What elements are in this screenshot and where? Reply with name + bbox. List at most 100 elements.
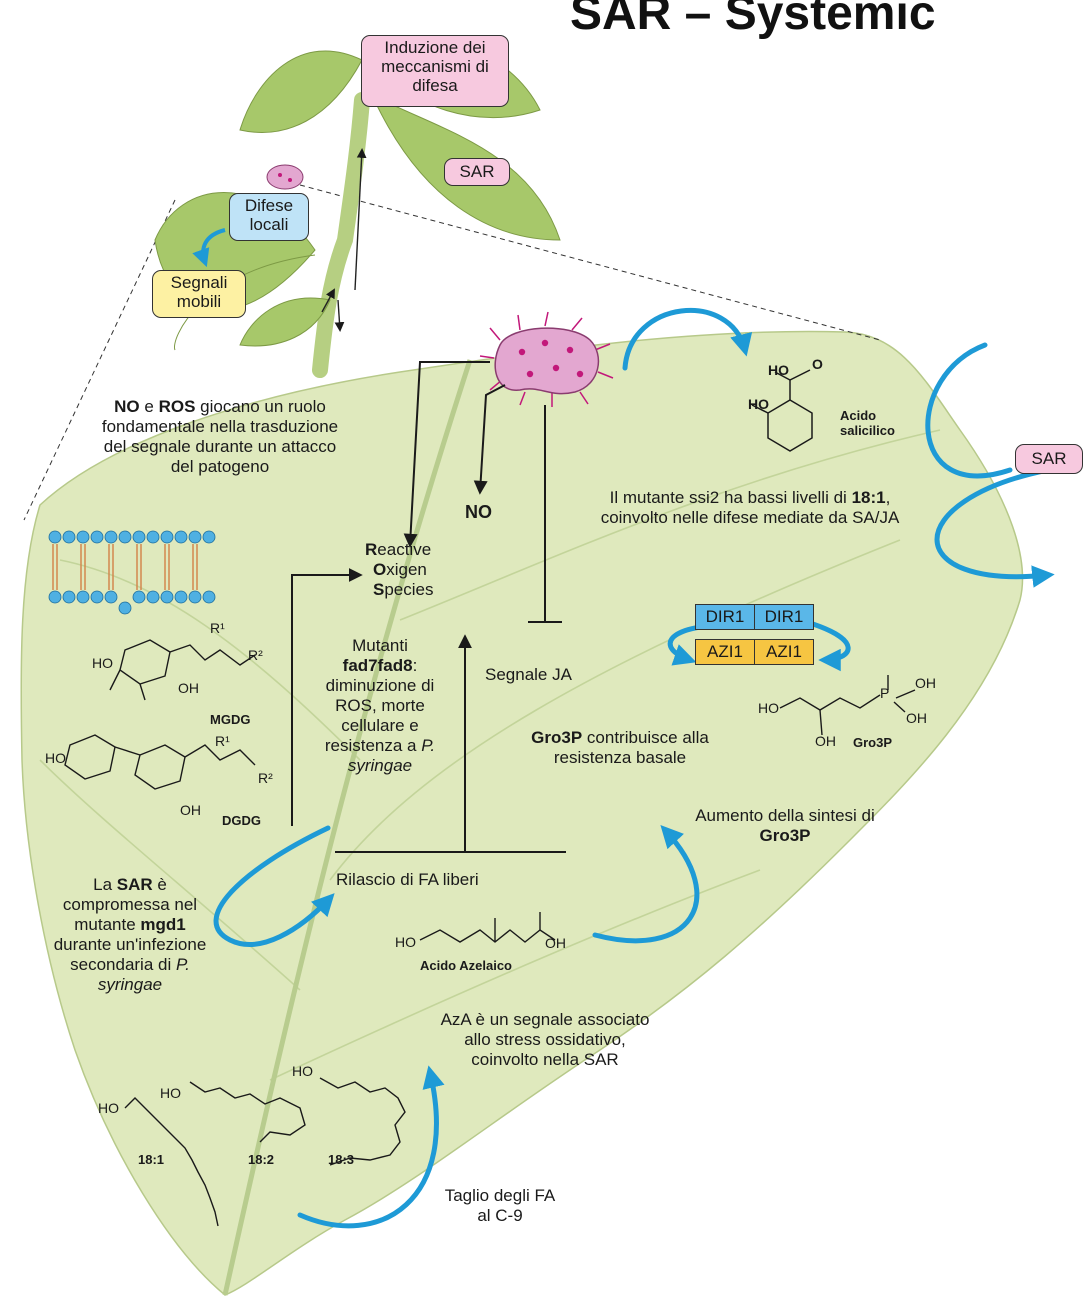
release-text: Rilascio di FA liberi: [336, 870, 479, 889]
fa2-ho: HO: [160, 1085, 181, 1101]
dir1-left: DIR1: [695, 604, 755, 630]
salicylic-acid-structure: [751, 369, 813, 452]
mgdg-label: MGDG: [210, 712, 251, 727]
galactolipid-structures: [64, 639, 256, 790]
ros-r: R: [365, 540, 378, 559]
fa2-label: 18:2: [248, 1152, 275, 1167]
fa3-label: 18:3: [328, 1152, 355, 1167]
local-defense-box: Difese locali: [229, 193, 309, 241]
fad-text-1: Mutanti: [352, 636, 408, 655]
membrane-bilayer: [48, 530, 216, 615]
ros-label: Reactive Oxigen Species: [365, 540, 433, 600]
blue-arrows: [213, 307, 1055, 1229]
mgdg-r1: R¹: [210, 620, 225, 636]
sar-comp-1: La: [93, 875, 113, 894]
no-ros-and: e: [144, 397, 154, 416]
aza-text: AzA è un segnale associato allo stress o…: [440, 1010, 650, 1069]
leaf-midrib: [222, 359, 473, 1296]
no-ros-text: NO e ROS giocano un ruolo fondamentale n…: [95, 397, 345, 477]
induction-box: Induzione dei meccanismi di difesa: [361, 35, 509, 107]
azelaic-label: Acido Azelaico: [420, 958, 512, 973]
pathogen-illustration: [479, 311, 614, 407]
salicylic-label: Acido salicilico: [840, 408, 895, 438]
mgdg-ho: HO: [92, 655, 113, 671]
ssi2-text-3: , coinvolto nelle difese mediate da SA/J…: [600, 488, 900, 527]
ros-s-rest: pecies: [384, 580, 434, 599]
gro3p-text: Gro3P contribuisce alla resistenza basal…: [500, 728, 740, 768]
fa1-ho: HO: [98, 1100, 119, 1116]
mgdg-oh: OH: [178, 680, 199, 696]
gro3p-text-2: contribuisce alla resistenza basale: [553, 728, 709, 767]
azelaic-ho: HO: [395, 934, 416, 950]
leaf-blade: [20, 330, 1024, 1296]
azelaic-oh: OH: [545, 935, 566, 951]
sar-right-text: SAR: [1031, 449, 1067, 468]
sar-compromised-text: La SAR è compromessa nel mutante mgd1 du…: [50, 875, 210, 995]
no-ros-no: NO: [114, 397, 140, 416]
gro3p-structure: [779, 675, 916, 736]
sar-comp-4: mgd1: [140, 915, 186, 934]
mgdg-r2: R²: [248, 647, 263, 663]
sar-top-text: SAR: [459, 162, 495, 181]
sar-right-box: SAR: [1015, 444, 1083, 474]
dir1-right: DIR1: [754, 604, 814, 630]
ja-signal-text: Segnale JA: [485, 665, 572, 684]
salicylic-ho-top: HO: [768, 362, 789, 378]
mobile-signals-text: Segnali mobili: [170, 273, 228, 311]
increase-text: Aumento della sintesi di Gro3P: [690, 806, 880, 846]
azelaic-acid-structure: [419, 912, 556, 943]
no-label: NO: [465, 502, 492, 522]
gro3p-text-1: Gro3P: [531, 728, 583, 747]
ssi2-text-2: 18:1: [851, 488, 886, 507]
ros-r-rest: eactive: [377, 540, 432, 559]
sar-comp-2: SAR: [116, 875, 153, 894]
fatty-acid-structures: [124, 1077, 406, 1227]
gro3p-oh-top: OH: [915, 675, 936, 691]
gro3p-p: P: [880, 685, 890, 701]
ros-s: S: [373, 580, 385, 599]
cut-text: Taglio degli FA al C-9: [444, 1186, 556, 1225]
dgdg-r2: R²: [258, 770, 273, 786]
gro3p-label: Gro3P: [853, 735, 893, 750]
fad-text-3: : diminuzione di ROS, morte cellulare e …: [324, 656, 435, 755]
sar-comp-3: è compromessa nel mutante: [62, 875, 198, 934]
fad-text: Mutanti fad7fad8: diminuzione di ROS, mo…: [305, 636, 455, 776]
azi1-right: AZI1: [754, 639, 814, 665]
sar-comp-5: durante un'infezione secondaria di: [53, 935, 207, 974]
increase-text-2: Gro3P: [759, 826, 811, 845]
induction-text: Induzione dei meccanismi di difesa: [381, 38, 489, 95]
azi1-left: AZI1: [695, 639, 755, 665]
ssi2-text-1: Il mutante ssi2 ha bassi livelli di: [609, 488, 847, 507]
increase-text-1: Aumento della sintesi di: [695, 806, 875, 825]
ros-o-rest: xigen: [386, 560, 427, 579]
ros-line-3: Species: [365, 580, 433, 600]
local-defense-text: Difese locali: [244, 196, 294, 234]
ssi2-text: Il mutante ssi2 ha bassi livelli di 18:1…: [595, 488, 905, 528]
no-ros-rest: giocano un ruolo fondamentale nella tras…: [101, 397, 339, 476]
sar-comp-6: P. syringae: [97, 955, 190, 994]
no-ros-ros: ROS: [158, 397, 196, 416]
fa3-ho: HO: [292, 1063, 313, 1079]
fa1-label: 18:1: [138, 1152, 165, 1167]
zoom-line-right: [299, 184, 881, 341]
pathway-arrows: [291, 361, 566, 853]
dgdg-r1: R¹: [215, 733, 230, 749]
salicylic-o: O: [812, 356, 823, 372]
dgdg-label: DGDG: [222, 813, 261, 828]
gro3p-oh-bottom: OH: [906, 710, 927, 726]
fad-text-2: fad7fad8: [342, 656, 413, 675]
dgdg-ho: HO: [45, 750, 66, 766]
page-title: SAR – Systemic: [570, 0, 936, 40]
mobile-signals-box: Segnali mobili: [152, 270, 246, 318]
gro3p-ho: HO: [758, 700, 779, 716]
ros-line-2: Oxigen: [365, 560, 433, 580]
sar-top-box: SAR: [444, 158, 510, 186]
zoom-line-left: [23, 199, 176, 521]
dgdg-oh: OH: [180, 802, 201, 818]
fad-text-4: P. syringae: [347, 736, 436, 775]
salicylic-ho-left: HO: [748, 396, 769, 412]
gro3p-oh-low: OH: [815, 733, 836, 749]
ros-o: O: [373, 560, 387, 579]
ros-line-1: Reactive: [365, 540, 433, 560]
